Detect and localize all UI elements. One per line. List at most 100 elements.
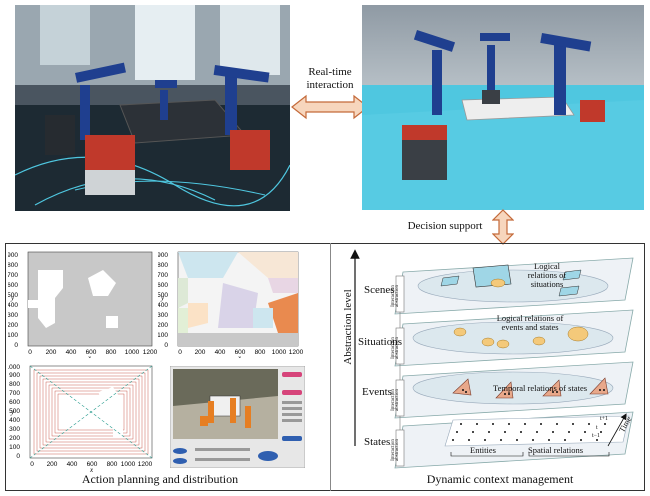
x-tick: 1000 (272, 349, 287, 356)
coverage-path-plot: 1000 900 800 700 600 500 400 300 200 100… (8, 362, 158, 472)
events-note: Temporal relations of states (492, 383, 588, 393)
interaction-label-line2: interaction (306, 79, 354, 91)
map-plot-1: 900 800 700 600 500 400 300 200 100 0 y … (8, 248, 158, 358)
situations-note: Logical relations of events and states (475, 314, 585, 332)
x-tick: 0 (28, 349, 32, 356)
y-tick: 900 (9, 372, 20, 379)
scenes-note-line3: situations (530, 279, 564, 289)
x-axis-label: x (89, 466, 94, 472)
y-tick: 600 (158, 282, 168, 289)
situations-note-line2: events and states (501, 322, 559, 332)
y-tick: 900 (8, 252, 18, 259)
interaction-tag-line2: abstraction (395, 285, 400, 307)
y-tick: 1000 (8, 364, 20, 371)
y-tick: 100 (158, 332, 168, 339)
y-axis-label: y (160, 294, 165, 302)
x-tick: 0 (178, 349, 182, 356)
bidirectional-arrow-icon (291, 94, 369, 120)
x-tick: 400 (67, 461, 78, 468)
x-tick: 800 (106, 349, 117, 356)
x-tick: 600 (86, 349, 97, 356)
abstraction-axis-label: Abstraction level (342, 289, 354, 365)
x-axis-label: x (87, 354, 92, 358)
x-tick: 200 (47, 461, 58, 468)
y-tick: 0 (16, 453, 20, 460)
left-panel-caption: Action planning and distribution (81, 472, 239, 486)
interaction-label: Real-time interaction (295, 66, 365, 92)
real-workcell-photo (15, 5, 290, 211)
x-tick: 600 (235, 349, 246, 356)
y-tick: 800 (8, 262, 18, 269)
situations-note-line1: Logical relations of (496, 313, 564, 323)
x-tick: 1000 (125, 349, 140, 356)
y-tick: 700 (158, 272, 168, 279)
time-mark-prev: t−1 (592, 433, 601, 439)
y-tick: 600 (8, 282, 18, 289)
interaction-tag-line2: abstraction (395, 389, 400, 411)
entities-label: Entities (470, 445, 496, 455)
y-axis-label: y (10, 294, 15, 302)
simulation-ui-thumbnail (170, 366, 305, 468)
y-tick: 500 (8, 292, 18, 299)
time-mark-now: t (596, 425, 598, 431)
y-tick: 200 (8, 322, 18, 329)
right-panel-caption: Dynamic context management (426, 472, 574, 486)
y-tick: 500 (158, 292, 168, 299)
y-tick: 300 (8, 312, 18, 319)
decision-support-label: Decision support (407, 220, 483, 232)
x-tick: 200 (46, 349, 57, 356)
y-tick: 700 (8, 272, 18, 279)
x-tick: 0 (30, 461, 34, 468)
y-tick: 400 (8, 302, 18, 309)
x-tick: 1200 (143, 349, 158, 356)
panel-divider (330, 243, 331, 491)
y-tick: 200 (9, 435, 20, 442)
y-tick: 800 (9, 381, 20, 388)
level-label-states: States (364, 436, 391, 448)
y-tick: 300 (9, 426, 20, 433)
spatial-relations-label: Spatial relations (528, 445, 584, 455)
y-tick: 500 (9, 408, 20, 415)
scenes-note-line1: Logical (534, 261, 560, 271)
x-tick: 800 (255, 349, 266, 356)
abstraction-diagram (350, 249, 634, 469)
scenes-note: Logical relations of situations (512, 262, 582, 289)
y-tick: 400 (9, 417, 20, 424)
x-tick: 400 (215, 349, 226, 356)
level-label-events: Events (362, 386, 392, 398)
time-mark-next: t+1 (600, 416, 609, 422)
y-tick: 800 (158, 262, 168, 269)
x-tick: 1200 (138, 461, 153, 468)
scenes-note-line2: relations of (527, 270, 567, 280)
level-label-scenes: Scenes (364, 284, 395, 296)
y-tick: 0 (164, 342, 168, 349)
x-tick: 600 (87, 461, 98, 468)
x-axis-label: x (237, 354, 242, 358)
map-plot-2-partition: 900 800 700 600 500 400 300 200 100 0 y … (158, 248, 303, 358)
x-tick: 200 (195, 349, 206, 356)
y-tick: 900 (158, 252, 168, 259)
bottom-frame (5, 243, 645, 491)
interaction-label-line1: Real-time (308, 66, 352, 78)
level-label-situations: Situations (358, 336, 403, 348)
decision-arrow-icon (492, 209, 514, 245)
y-tick: 600 (9, 399, 20, 406)
digital-twin-render (362, 5, 644, 210)
y-tick: 100 (9, 444, 20, 451)
y-axis-label: y (10, 408, 15, 416)
y-tick: 400 (158, 302, 168, 309)
interaction-tag-line2: abstraction (395, 439, 400, 461)
y-tick: 100 (8, 332, 18, 339)
y-tick: 0 (14, 342, 18, 349)
x-tick: 800 (107, 461, 118, 468)
x-tick: 1000 (121, 461, 136, 468)
y-tick: 300 (158, 312, 168, 319)
y-tick: 200 (158, 322, 168, 329)
x-tick: 400 (66, 349, 77, 356)
x-tick: 1200 (289, 349, 303, 356)
y-tick: 700 (9, 390, 20, 397)
